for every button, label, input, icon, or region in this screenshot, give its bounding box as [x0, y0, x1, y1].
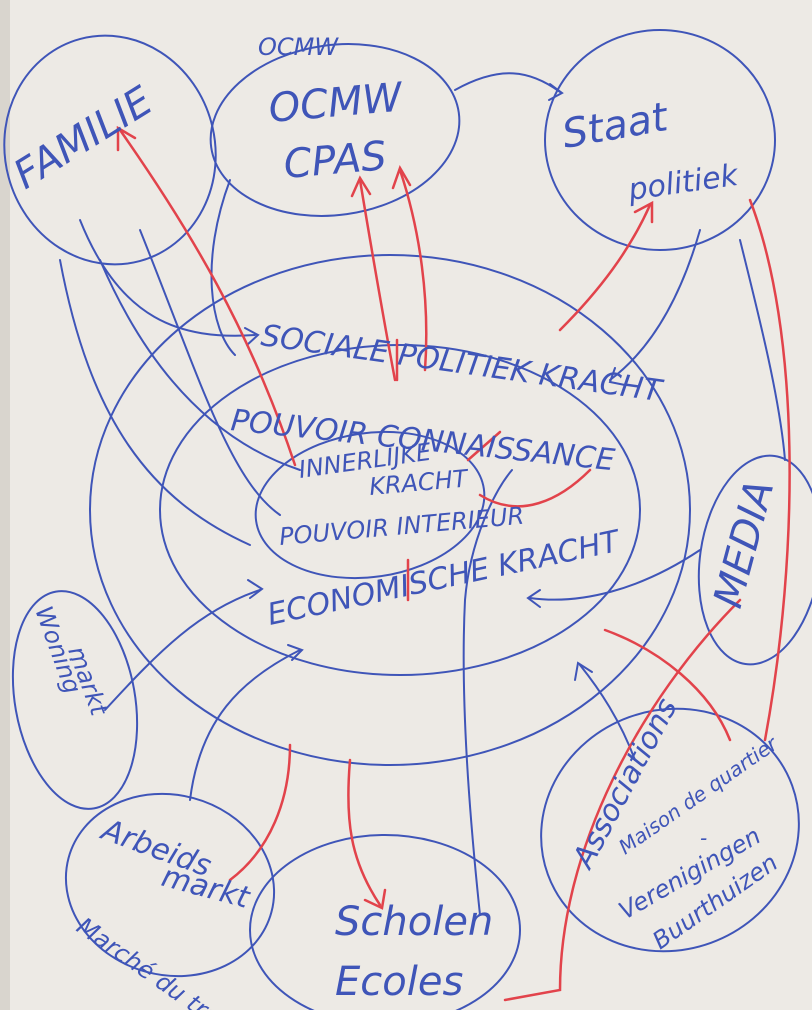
arrow-familie-interieur — [139, 229, 281, 516]
arrow-ocmw-staat — [454, 72, 561, 93]
scholen-label: Scholen — [335, 899, 493, 945]
paper-shadow — [0, 0, 10, 1010]
outer-ring — [89, 254, 691, 766]
arrowhead-3 — [608, 367, 626, 386]
red-media-assoc — [503, 598, 742, 1002]
scholen-circle — [249, 834, 521, 1010]
assoc-dash-label: - — [700, 826, 707, 850]
red-head-cpas-1 — [350, 175, 372, 198]
red-head-familie — [116, 125, 137, 152]
red-ring-arbeid — [228, 743, 292, 882]
familie-circle — [3, 34, 217, 266]
ocmw-circle — [209, 43, 461, 217]
arrow-familie-eco — [59, 259, 251, 546]
red-core-kracht — [478, 468, 592, 508]
red-arrow-ring-staat — [558, 203, 652, 332]
blue-ink-shapes — [3, 29, 812, 1010]
red-head-cpas-2 — [391, 165, 412, 190]
arrowhead-4 — [247, 579, 264, 599]
arrowhead-6 — [574, 661, 593, 681]
arrow-arbeid-eco — [189, 649, 301, 801]
red-ring-scholen — [347, 758, 382, 907]
inner-core — [254, 430, 486, 580]
arrow-staat-ring — [609, 229, 701, 381]
red-double-core — [466, 430, 502, 462]
media-circle — [697, 454, 812, 666]
arrow-scholen-core — [462, 469, 513, 916]
red-arrow-connaissance-cpas-2 — [398, 168, 428, 372]
arrow-woning-eco — [104, 589, 261, 711]
arbeidsmarkt-circle — [64, 792, 276, 978]
red-arrow-core-familie — [118, 128, 297, 467]
middle-ring — [159, 344, 641, 676]
red-head-scholen — [363, 888, 387, 910]
arrow-familie-core — [99, 259, 301, 471]
woningmarkt-circle — [11, 590, 139, 810]
arrow-staat-media — [739, 239, 786, 461]
ocmw-scribble-label: OCMW — [258, 33, 339, 61]
arrow-familie-ring — [79, 219, 256, 337]
staat-circle — [544, 29, 776, 251]
arrow-media-ring — [529, 549, 701, 601]
ecoles-label: Ecoles — [335, 959, 463, 1005]
arrowhead-7 — [526, 589, 541, 608]
associations-circle — [540, 707, 800, 953]
red-ring-assoc — [603, 628, 732, 742]
cpas-label: CPAS — [282, 133, 388, 188]
red-ink-arrows — [116, 125, 791, 1002]
arrowhead-2 — [548, 83, 564, 101]
red-staat-assoc — [748, 198, 791, 742]
red-arrow-connaissance-cpas-1 — [358, 178, 397, 382]
arrowhead-5 — [287, 644, 304, 661]
arrow-ocmw-ring — [210, 179, 236, 356]
red-head-staat — [633, 200, 654, 224]
arrowhead-1 — [244, 327, 260, 346]
